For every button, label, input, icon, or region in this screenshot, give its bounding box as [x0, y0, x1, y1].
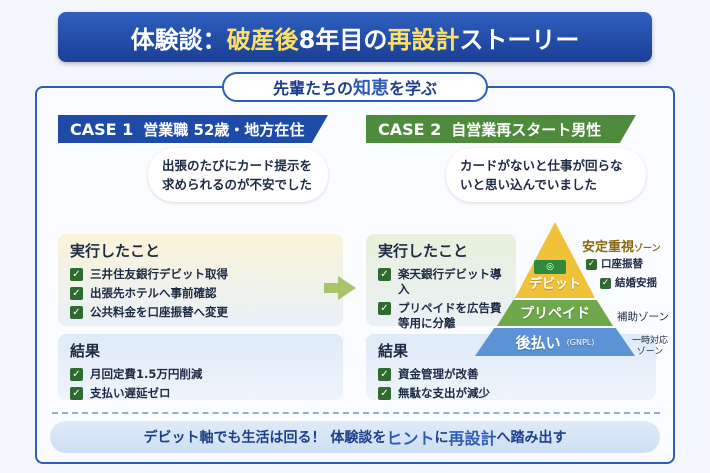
worried-businessman-icon [78, 152, 148, 230]
zone-support-label: 補助ゾーン [617, 311, 669, 323]
subtitle-text: を学ぶ [389, 79, 438, 98]
actions-box: 実行したこと ✓ 三井住友銀行デビット取得 ✓ 出張先ホテルへ事前確認 ✓ 公共料金を… [58, 234, 343, 326]
zone-suffix: ゾーン [634, 244, 661, 254]
title-text: 体験談： [130, 25, 227, 54]
subtitle-text: 先輩たちの [272, 79, 353, 98]
zone-item: ✓ 結婚安揺 [600, 275, 657, 290]
case-heading: 営業職 52歳・地方在住 [143, 120, 305, 139]
check-icon: ✓ [70, 287, 83, 300]
actions-title: 実行したこと [378, 242, 469, 260]
speech-bubble: 出張のたびにカード提示を求められるのが不安でした [148, 148, 328, 202]
case-heading: 自営業再スタート男性 [451, 120, 602, 139]
footer-highlight: ヒント [386, 429, 435, 448]
footer-highlight: 再設計 [448, 429, 497, 448]
item-text: 口座振替 [601, 258, 643, 270]
title-highlight: 破産後 [226, 25, 299, 54]
list-item: ✓ 楽天銀行デビット導入 [378, 267, 504, 297]
footer-text: に [434, 430, 449, 446]
results-box: 結果 ✓ 月回定費1.5万円削減 ✓ 支払い遅延ゼロ [58, 334, 343, 400]
list-item: ✓ 資金管理が改善 [378, 367, 644, 382]
case1-card: CASE 1 営業職 52歳・地方在住 出張のたびにカード提示を求められるのが不安… [48, 112, 348, 404]
man-with-laptop-icon [386, 152, 456, 230]
divider [52, 412, 660, 414]
actions-title: 実行したこと [70, 242, 161, 260]
results-title: 結果 [378, 342, 409, 360]
case-label: CASE 2 [378, 119, 442, 139]
list-item: ✓ 出張先ホテルへ事前確認 [70, 286, 331, 301]
case-label: CASE 1 [70, 119, 134, 139]
item-text: 無駄な支出が減少 [398, 386, 490, 400]
money-icon: ◎ [534, 260, 566, 274]
title-text: 8年目の [298, 25, 388, 54]
pyramid-tier-bnpl: 後払い (GNPL) [475, 328, 635, 356]
item-text: 支払い遅延ゼロ [90, 386, 171, 400]
footer-text: へ踏み出す [496, 430, 567, 446]
check-icon: ✓ [70, 387, 83, 400]
zone-stable-label: 安定重視ゾーン [582, 236, 661, 255]
check-icon: ✓ [586, 258, 597, 270]
zone-temporary-label: 一時対応ゾーン [631, 336, 668, 357]
list-item: ✓ 支払い遅延ゼロ [70, 386, 331, 401]
check-icon: ✓ [378, 302, 391, 315]
footer-banner: デビット軸でも生活は回る！ 体験談をヒントに再設計へ踏み出す [50, 421, 660, 453]
title-highlight: 再設計 [387, 25, 460, 54]
check-icon: ✓ [70, 268, 83, 281]
item-text: 結婚安揺 [615, 277, 657, 289]
check-icon: ✓ [70, 368, 83, 381]
zone-item: ✓ 口座振替 [586, 256, 643, 271]
case2-card: CASE 2 自営業再スタート男性 カードがないと仕事が回らないと思い込んでいまし… [366, 112, 666, 404]
actions-box: 実行したこと ✓ 楽天銀行デビット導入 ✓ プリペイドを広告費等用に分離 [366, 234, 516, 330]
footer-text: デビット軸でも生活は回る！ 体験談を [143, 430, 387, 446]
check-icon: ✓ [600, 277, 611, 289]
zone-text: 安定重視 [582, 240, 635, 255]
list-item: ✓ 月回定費1.5万円削減 [70, 367, 331, 382]
item-text: 月回定費1.5万円削減 [90, 367, 203, 381]
arrow-right-icon [324, 276, 356, 300]
results-title: 結果 [70, 342, 101, 360]
list-item: ✓ 三井住友銀行デビット取得 [70, 267, 331, 282]
payment-pyramid: デビット ◎ プリペイド 後払い (GNPL) [475, 222, 635, 356]
case2-header: CASE 2 自営業再スタート男性 [366, 115, 636, 143]
item-text: 三井住友銀行デビット取得 [90, 267, 228, 281]
check-icon: ✓ [378, 268, 391, 281]
check-icon: ✓ [378, 387, 391, 400]
subtitle-highlight: 知恵 [353, 78, 389, 99]
tier-note: (GNPL) [566, 337, 595, 347]
item-text: 出張先ホテルへ事前確認 [90, 286, 217, 300]
list-item: ✓ 公共料金を口座振替へ変更 [70, 305, 331, 320]
case1-header: CASE 1 営業職 52歳・地方在住 [58, 115, 328, 143]
item-text: プリペイドを広告費等用に分離 [398, 301, 502, 330]
tier-label: デビット [528, 277, 581, 292]
list-item: ✓ プリペイドを広告費等用に分離 [378, 301, 504, 331]
list-item: ✓ 無駄な支出が減少 [378, 386, 644, 401]
tier-label: プリペイド [520, 306, 590, 322]
item-text: 公共料金を口座振替へ変更 [90, 305, 228, 319]
tier-label: 後払い [515, 333, 561, 352]
subtitle: 先輩たちの知恵を学ぶ [222, 72, 488, 102]
item-text: 資金管理が改善 [398, 367, 479, 381]
check-icon: ✓ [378, 368, 391, 381]
title-text: ストーリー [459, 25, 580, 54]
speech-bubble: カードがないと仕事が回らないと思い込んでいました [446, 148, 646, 202]
check-icon: ✓ [70, 306, 83, 319]
item-text: 楽天銀行デビット導入 [398, 267, 502, 296]
pyramid-tier-prepaid: プリペイド [497, 300, 613, 326]
